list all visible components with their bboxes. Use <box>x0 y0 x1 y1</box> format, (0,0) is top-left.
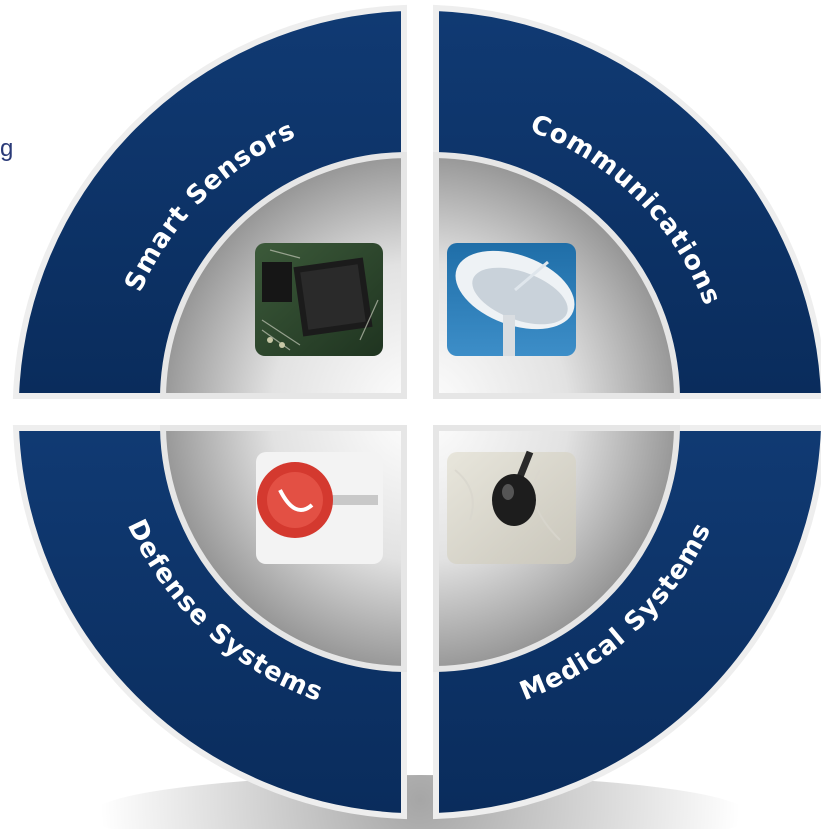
text-fragment: g <box>0 135 14 162</box>
drop-shadow <box>90 775 750 833</box>
satellite-dish-icon <box>447 243 576 356</box>
stethoscope-icon <box>447 450 576 564</box>
circuit-board-icon <box>255 243 383 356</box>
key-icon <box>256 452 383 564</box>
